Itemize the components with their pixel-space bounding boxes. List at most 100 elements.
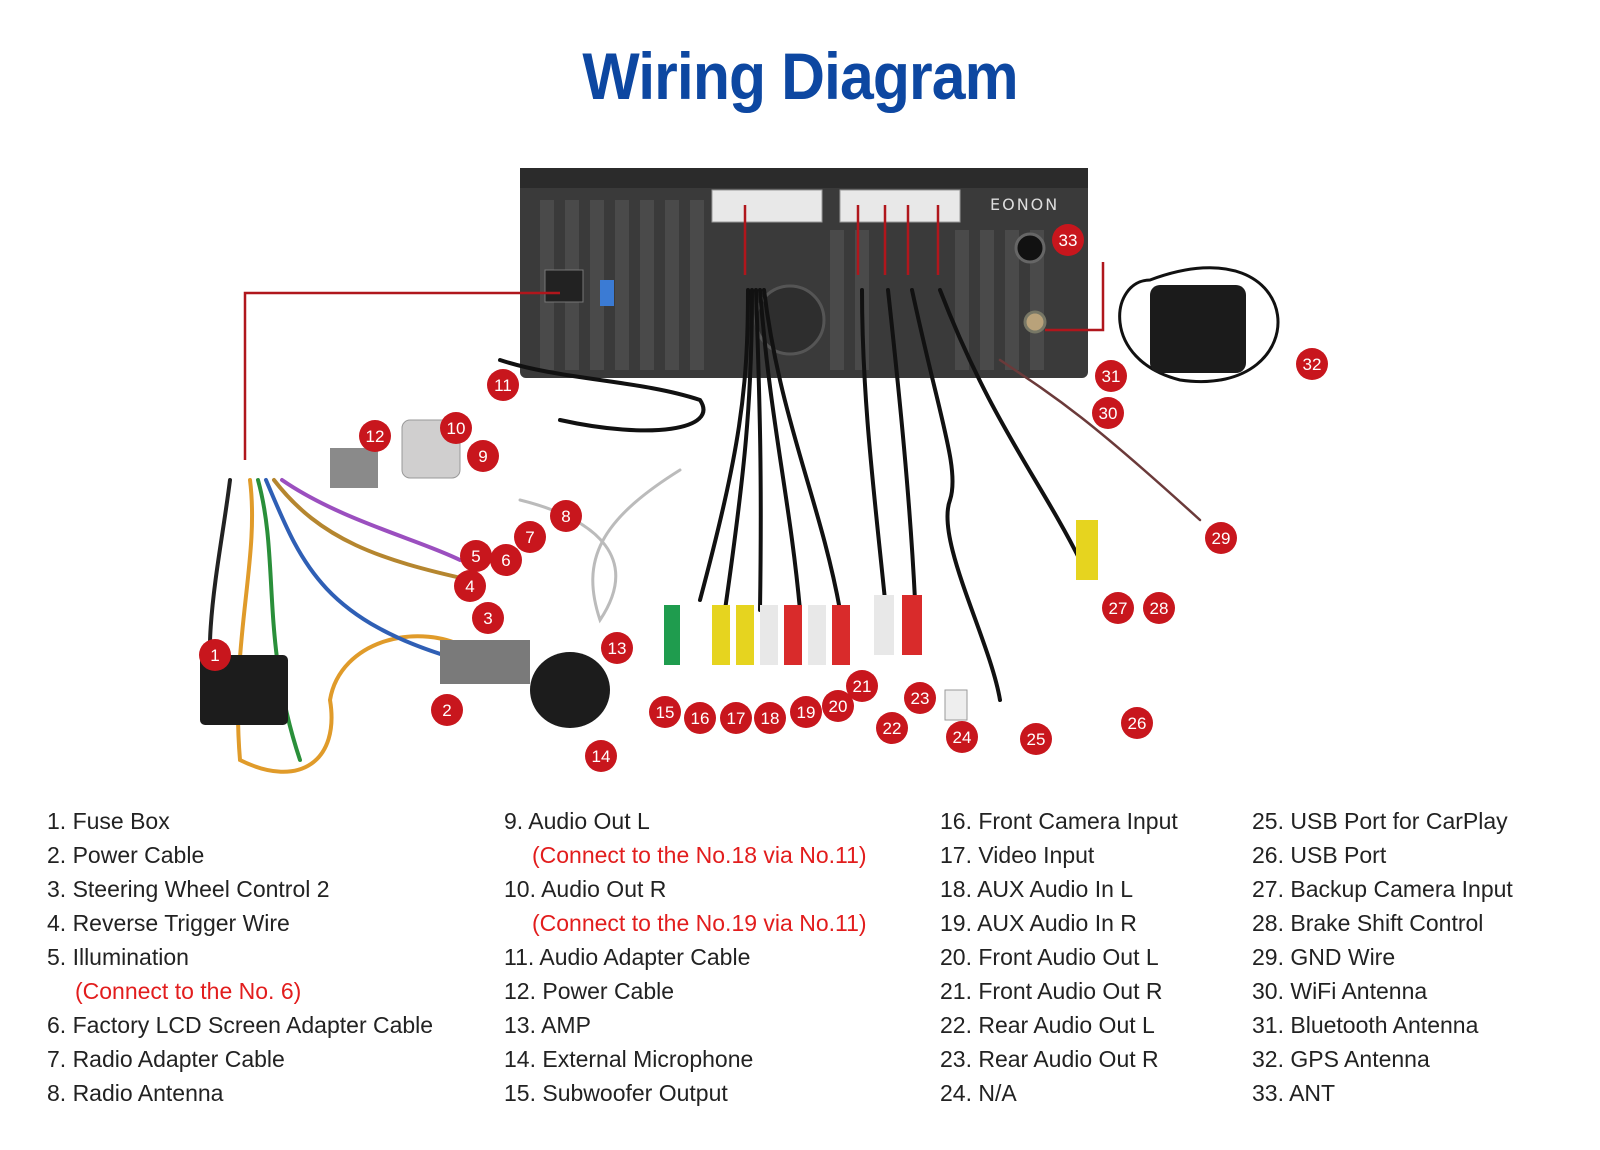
legend-item: 6. Factory LCD Screen Adapter Cable <box>47 1012 434 1038</box>
legend-item: 14. External Microphone <box>504 1046 754 1072</box>
legend-item: 18. AUX Audio In L <box>940 876 1134 902</box>
legend-item: 30. WiFi Antenna <box>1252 978 1428 1004</box>
badge-label: 17 <box>727 709 746 728</box>
badge-label: 7 <box>525 528 534 547</box>
legend-item: 12. Power Cable <box>504 978 675 1004</box>
badge-13: 13 <box>601 632 633 664</box>
legend-item: 5. Illumination <box>47 944 189 970</box>
legend-item: 27. Backup Camera Input <box>1252 876 1513 902</box>
legend-column-4: 25. USB Port for CarPlay 26. USB Port 27. … <box>1252 804 1513 1110</box>
badge-label: 15 <box>656 703 675 722</box>
badge-1: 1 <box>199 639 231 671</box>
badge-21: 21 <box>846 670 878 702</box>
badge-label: 22 <box>883 719 902 738</box>
leader-lines <box>243 205 1105 460</box>
legend-item: 20. Front Audio Out L <box>940 944 1159 970</box>
badge-27: 27 <box>1102 592 1134 624</box>
badge-label: 32 <box>1303 355 1322 374</box>
legend-item: 1. Fuse Box <box>47 808 170 834</box>
badge-label: 1 <box>210 646 219 665</box>
legend-column-1: 1. Fuse Box 2. Power Cable 3. Steering Whe… <box>47 804 433 1110</box>
badge-label: 24 <box>953 728 972 747</box>
connectors <box>200 285 1246 728</box>
badge-4: 4 <box>454 570 486 602</box>
badge-29: 29 <box>1205 522 1237 554</box>
badge-label: 8 <box>561 507 570 526</box>
badge-30: 30 <box>1092 397 1124 429</box>
badge-22: 22 <box>876 712 908 744</box>
legend-item: 26. USB Port <box>1252 842 1387 868</box>
badge-26: 26 <box>1121 707 1153 739</box>
badge-33: 33 <box>1052 224 1084 256</box>
badge-label: 2 <box>442 701 451 720</box>
legend-item: 19. AUX Audio In R <box>940 910 1137 936</box>
legend-item: 11. Audio Adapter Cable <box>504 944 751 970</box>
badge-11: 11 <box>487 369 519 401</box>
wiring-figure: EONON <box>199 168 1328 774</box>
badge-3: 3 <box>472 602 504 634</box>
badge-10: 10 <box>440 412 472 444</box>
badge-label: 26 <box>1128 714 1147 733</box>
legend-item: 13. AMP <box>504 1012 591 1038</box>
badge-label: 30 <box>1099 404 1118 423</box>
legend-item: 16. Front Camera Input <box>940 808 1178 834</box>
badge-label: 25 <box>1027 730 1046 749</box>
badge-12: 12 <box>359 420 391 452</box>
badge-label: 12 <box>366 427 385 446</box>
badge-label: 13 <box>608 639 627 658</box>
legend-item: 17. Video Input <box>940 842 1095 868</box>
head-unit: EONON <box>520 168 1088 378</box>
badge-label: 4 <box>465 577 474 596</box>
brand-logo: EONON <box>990 195 1059 214</box>
legend-item: 25. USB Port for CarPlay <box>1252 808 1508 834</box>
badge-20: 20 <box>822 690 854 722</box>
legend-note: (Connect to the No.19 via No.11) <box>532 910 867 936</box>
badge-15: 15 <box>649 696 681 728</box>
badge-label: 16 <box>691 709 710 728</box>
legend-item: 7. Radio Adapter Cable <box>47 1046 285 1072</box>
badge-25: 25 <box>1020 723 1052 755</box>
legend-item: 24. N/A <box>940 1080 1017 1106</box>
legend-column-3: 16. Front Camera Input 17. Video Input 18.… <box>940 804 1178 1110</box>
badge-label: 20 <box>829 697 848 716</box>
badge-label: 21 <box>853 677 872 696</box>
badge-28: 28 <box>1143 592 1175 624</box>
badge-label: 11 <box>494 376 512 395</box>
badge-label: 6 <box>501 551 510 570</box>
legend-item: 23. Rear Audio Out R <box>940 1046 1159 1072</box>
legend-item: 9. Audio Out L <box>504 808 650 834</box>
legend-item: 32. GPS Antenna <box>1252 1046 1430 1072</box>
badge-32: 32 <box>1296 348 1328 380</box>
legend-item: 2. Power Cable <box>47 842 205 868</box>
badge-6: 6 <box>490 544 522 576</box>
legend-item: 10. Audio Out R <box>504 876 667 902</box>
badge-label: 10 <box>447 419 466 438</box>
legend-item: 22. Rear Audio Out L <box>940 1012 1155 1038</box>
legend-item: 29. GND Wire <box>1252 944 1396 970</box>
page-title: Wiring Diagram <box>582 39 1018 113</box>
badge-17: 17 <box>720 702 752 734</box>
badge-7: 7 <box>514 521 546 553</box>
badge-9: 9 <box>467 440 499 472</box>
badge-2: 2 <box>431 694 463 726</box>
badge-label: 23 <box>911 689 930 708</box>
cable-bundle <box>207 266 1280 774</box>
badge-label: 29 <box>1212 529 1231 548</box>
legend-note: (Connect to the No.18 via No.11) <box>532 842 867 868</box>
legend-item: 8. Radio Antenna <box>47 1080 224 1106</box>
badge-16: 16 <box>684 702 716 734</box>
badge-8: 8 <box>550 500 582 532</box>
legend-item: 3. Steering Wheel Control 2 <box>47 876 330 902</box>
badge-label: 28 <box>1150 599 1169 618</box>
legend-item: 28. Brake Shift Control <box>1252 910 1484 936</box>
badge-label: 33 <box>1059 231 1078 250</box>
badge-label: 5 <box>471 547 480 566</box>
legend-item: 4. Reverse Trigger Wire <box>47 910 290 936</box>
badge-5: 5 <box>460 540 492 572</box>
badge-label: 14 <box>592 747 611 766</box>
legend-item: 33. ANT <box>1252 1080 1336 1106</box>
badge-label: 19 <box>797 703 816 722</box>
legend-item: 15. Subwoofer Output <box>504 1080 728 1106</box>
badge-24: 24 <box>946 721 978 753</box>
